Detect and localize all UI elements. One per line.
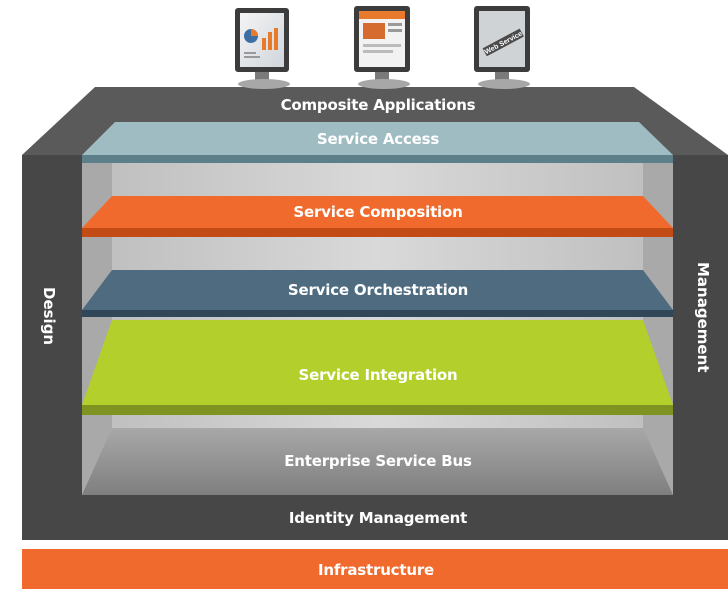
service-access-label: Service Access bbox=[316, 130, 440, 148]
service-composition-label: Service Composition bbox=[293, 203, 463, 221]
design-label: Design bbox=[40, 287, 58, 346]
webpage-monitor-icon bbox=[354, 6, 410, 89]
infrastructure-bar bbox=[22, 549, 728, 589]
layer-service-access bbox=[82, 122, 673, 155]
enterprise-service-bus-label: Enterprise Service Bus bbox=[284, 452, 472, 470]
web-service-monitor-icon: Web Service bbox=[474, 6, 530, 89]
layer-service-composition bbox=[82, 196, 673, 228]
chart-monitor-icon bbox=[235, 8, 290, 89]
layer-service-orchestration bbox=[82, 270, 673, 310]
identity-management-label: Identity Management bbox=[288, 509, 468, 527]
layer-service-integration bbox=[82, 320, 673, 405]
layer-enterprise-service-bus bbox=[82, 428, 673, 495]
service-integration-label: Service Integration bbox=[298, 366, 458, 384]
layer-service-integration-edge bbox=[82, 405, 673, 415]
layer-service-orchestration-edge bbox=[82, 310, 673, 317]
service-orchestration-label: Service Orchestration bbox=[287, 281, 469, 299]
management-label: Management bbox=[694, 262, 712, 373]
composite-applications-label: Composite Applications bbox=[280, 96, 476, 114]
layer-service-composition-edge bbox=[82, 228, 673, 237]
infrastructure-label: Infrastructure bbox=[318, 561, 434, 579]
layer-service-access-edge bbox=[82, 155, 673, 163]
